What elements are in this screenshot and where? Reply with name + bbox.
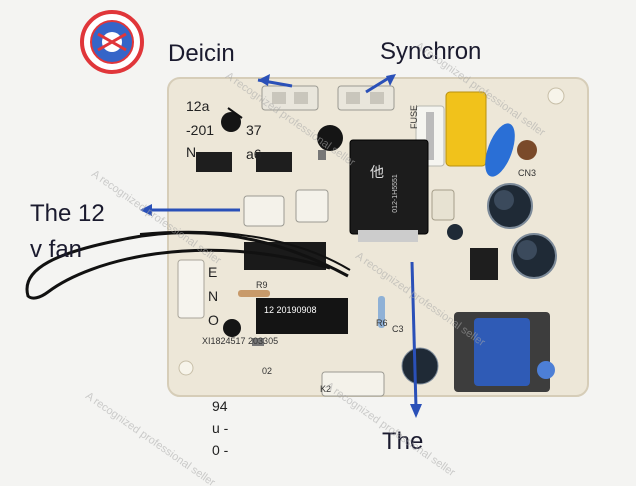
the-annotation: The (382, 428, 424, 455)
yellow-capacitor (445, 91, 487, 167)
optocoupler-chip (256, 152, 292, 172)
c3-label: C3 (392, 324, 404, 334)
deicing-annotation: Deicin (168, 40, 235, 67)
code-c-line2: u - (212, 420, 229, 436)
fan-connector (243, 195, 285, 227)
bottom-connector (321, 371, 385, 397)
screw-hole (547, 87, 565, 105)
r6-label: R6 (376, 318, 388, 328)
eno-e: E (208, 264, 218, 280)
fan-annotation-line1: The 12 (30, 200, 105, 227)
main-mcu (256, 298, 348, 334)
optocoupler-chip (196, 152, 232, 172)
n02-label: 02 (262, 366, 273, 376)
synchron-annotation: Synchron (380, 38, 482, 65)
relay-char: 他 (370, 164, 384, 180)
transistor (221, 112, 241, 132)
code-b-line2: a6 (246, 146, 262, 162)
resistor-r6 (378, 296, 385, 328)
the-arrow-head (410, 404, 422, 418)
code-a-line2: -201 (186, 122, 215, 138)
component (431, 189, 455, 221)
connector (295, 189, 329, 223)
k2-label: K2 (320, 384, 332, 394)
y-capacitor (537, 361, 555, 379)
deicing-arrow-head (258, 74, 270, 86)
r9-label: R9 (256, 280, 268, 290)
relay-code: 012-1H5551 (391, 174, 399, 213)
transistor (317, 125, 343, 151)
synchron-arrow-head (386, 74, 396, 86)
eno-o: O (208, 312, 219, 328)
fuse-label: FUSE (409, 104, 420, 130)
relay (349, 139, 429, 235)
transistor (223, 319, 241, 337)
resistor-r9 (238, 290, 270, 297)
code-a-line1: 12a (186, 98, 210, 114)
code-c-line1: 94 (212, 398, 228, 414)
fan-annotation-line2: v fan (30, 236, 83, 263)
eno-n: N (208, 288, 219, 304)
sensor-connector (177, 259, 205, 319)
cn3-label: CN3 (518, 168, 537, 178)
thermistor-wire (25, 231, 349, 300)
mcu-label: 12 20190908 (264, 305, 317, 315)
code-a-line3: N (186, 144, 197, 160)
fan-arrow-head (140, 204, 152, 216)
regulator-chip (470, 248, 498, 280)
varistor (517, 140, 537, 160)
electrolytic-capacitor (401, 347, 439, 385)
screw-hole (178, 360, 194, 376)
blue-capacitor (485, 123, 515, 177)
board-id-label: XI1824517 203305 (202, 336, 279, 346)
small-capacitor (447, 224, 463, 240)
code-c-line3: 0 - (212, 442, 229, 458)
code-b-line1: 37 (246, 122, 262, 138)
